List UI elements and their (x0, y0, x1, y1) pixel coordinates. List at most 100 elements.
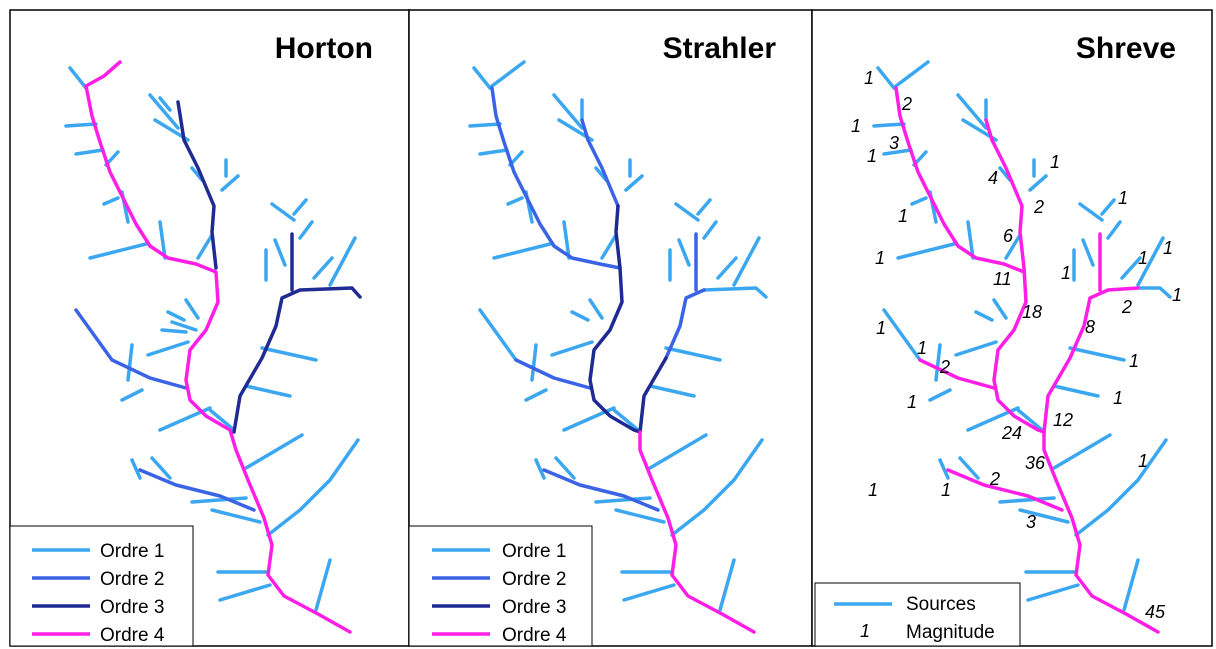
legend-label: Magnitude (906, 622, 995, 643)
stream-ordre-1 (648, 384, 696, 398)
stream-ordre-1 (266, 438, 360, 537)
stream-source (1018, 508, 1070, 524)
stream-source (1068, 346, 1126, 362)
stream-channel (1042, 430, 1160, 634)
magnitude-label: 1 (867, 146, 877, 166)
stream-ordre-1 (524, 388, 548, 402)
legend: Ordre 1 Ordre 2 Ordre 3 Ordre 4 (9, 525, 194, 647)
stream-ordre-1 (664, 346, 722, 362)
stream-ordre-1 (552, 93, 584, 130)
legend-label: Ordre 4 (502, 625, 567, 646)
stream-ordre-1 (677, 238, 691, 267)
stream-source (954, 340, 998, 357)
stream-ordre-1 (600, 233, 618, 260)
stream-source (910, 196, 928, 206)
magnitude-label: 6 (1003, 226, 1014, 246)
stream-ordre-3 (176, 100, 218, 270)
stream-ordre-1 (64, 122, 98, 128)
magnitude-label: 1 (1163, 238, 1173, 258)
magnitude-label: 36 (1025, 453, 1046, 473)
stream-source (974, 310, 994, 322)
stream-ordre-1 (158, 96, 172, 112)
magnitude-label: 2 (939, 357, 950, 377)
stream-ordre-1 (478, 148, 509, 156)
stream-ordre-4 (638, 430, 756, 634)
legend-symbol-magnitude: 1 (860, 621, 870, 641)
stream-source (896, 242, 956, 260)
stream-ordre-1 (146, 340, 190, 357)
stream-ordre-1 (570, 310, 590, 322)
stream-ordre-1 (88, 242, 148, 260)
magnitude-label: 1 (917, 338, 927, 358)
legend-box (9, 525, 194, 647)
stream-ordre-1 (594, 496, 652, 504)
stream-ordre-1 (314, 558, 332, 612)
stream-ordre-2 (490, 86, 622, 270)
stream-ordre-1 (130, 458, 142, 480)
magnitude-label: 2 (1033, 197, 1044, 217)
stream-source (966, 220, 975, 260)
stream-ordre-1 (220, 174, 240, 192)
magnitude-label: 1 (875, 248, 885, 268)
magnitude-label: 1 (1061, 263, 1071, 283)
stream-ordre-2 (580, 118, 620, 208)
stream-ordre-1 (74, 148, 105, 156)
panel-horton: Horton (9, 9, 410, 647)
legend-label: Ordre 3 (100, 597, 164, 618)
stream-source (894, 60, 930, 88)
stream-ordre-1 (478, 308, 518, 362)
stream-channel (894, 86, 1026, 274)
stream-ordre-1 (588, 298, 604, 320)
stream-ordre-1 (702, 220, 718, 240)
stream-source (1016, 408, 1044, 432)
stream-ordre-3 (588, 204, 642, 434)
stream-ordre-1 (718, 558, 736, 612)
stream-ordre-1 (506, 196, 524, 206)
stream-ordre-1 (196, 233, 214, 260)
stream-ordre-4 (84, 60, 352, 634)
stream-source (872, 122, 906, 128)
stream-ordre-1 (150, 456, 172, 480)
stream-ordre-1 (612, 408, 640, 432)
stream-ordre-1 (260, 346, 318, 362)
stream-source (876, 66, 896, 90)
stream-ordre-1 (624, 174, 644, 192)
magnitude-label: 4 (988, 168, 998, 188)
legend-label: Ordre 2 (502, 569, 566, 590)
stream-source (1052, 433, 1112, 470)
stream-ordre-2 (664, 288, 706, 360)
legend-label: Ordre 4 (100, 625, 165, 646)
stream-network (468, 60, 768, 634)
stream-ordre-1 (158, 220, 167, 260)
stream-ordre-1 (674, 202, 700, 222)
magnitude-label: 2 (1121, 297, 1132, 317)
legend-label: Sources (906, 594, 976, 615)
stream-ordre-1 (490, 60, 526, 88)
magnitude-label: 1 (868, 480, 878, 500)
stream-source (1078, 202, 1104, 222)
stream-ordre-1 (492, 242, 552, 260)
magnitude-label: 1 (941, 480, 951, 500)
stream-ordre-1 (468, 122, 502, 128)
stream-ordre-1 (648, 433, 708, 470)
panel-title: Shreve (1076, 32, 1176, 65)
legend: Ordre 1 Ordre 2 Ordre 3 Ordre 4 (408, 525, 593, 647)
stream-ordre-1 (102, 196, 120, 206)
stream-source (934, 343, 942, 382)
stream-ordre-1 (170, 320, 198, 332)
legend-box (408, 525, 593, 647)
stream-source (928, 388, 952, 402)
stream-ordre-1 (530, 343, 538, 382)
stream-source (882, 148, 913, 156)
stream-source (1081, 238, 1095, 267)
stream-network (872, 60, 1172, 634)
stream-channel (1042, 286, 1140, 434)
legend-label: Ordre 1 (100, 541, 164, 562)
stream-ordre-1 (670, 438, 764, 537)
stream-channel (946, 468, 1064, 512)
stream-source (938, 458, 950, 480)
stream-source (1004, 233, 1022, 260)
stream-ordre-2 (74, 308, 188, 390)
stream-ordre-1 (550, 340, 594, 357)
